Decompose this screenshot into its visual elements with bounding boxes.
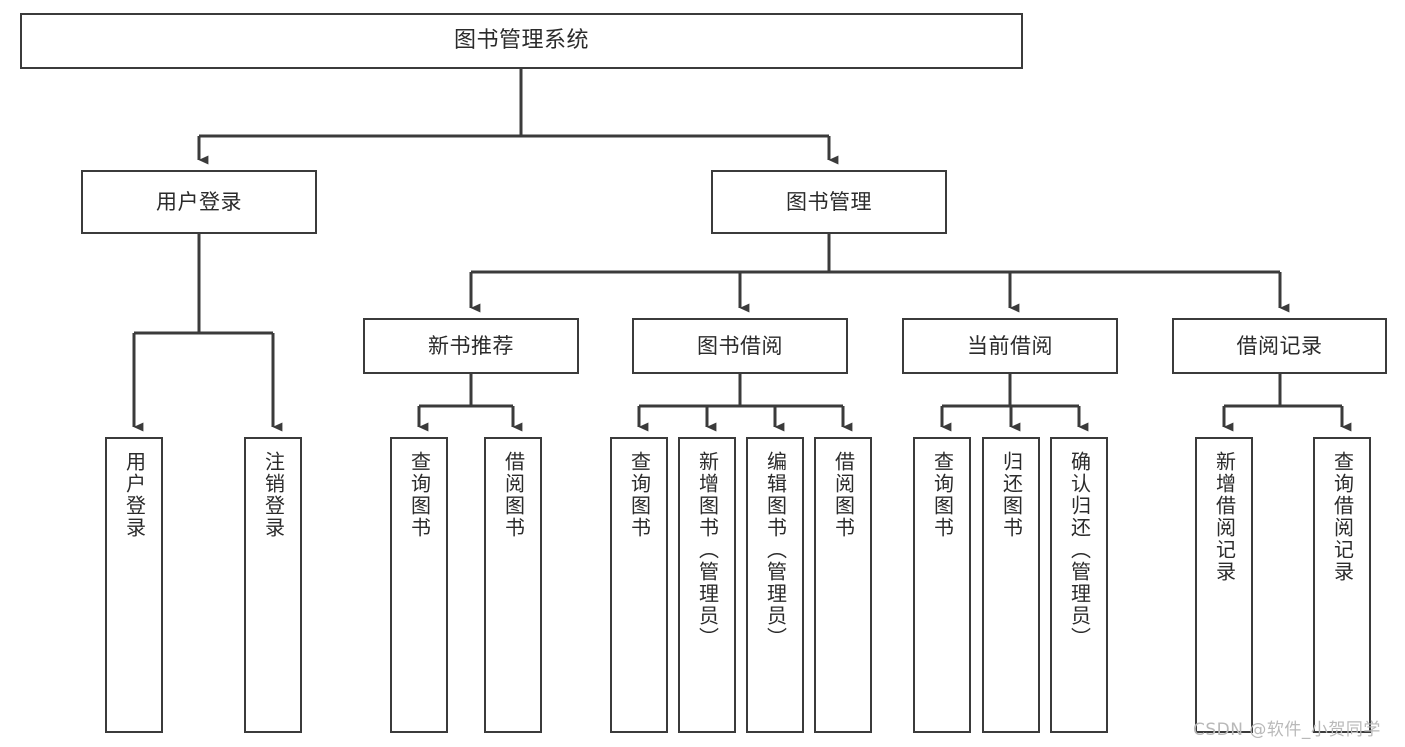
node-book-borrow[interactable]: 图书借阅 [632,318,848,374]
leaf-edit-book-admin-label: 编辑图书（管理员） [763,451,788,649]
leaf-newbook-query-book[interactable]: 查询图书 [390,437,448,733]
leaf-return-book[interactable]: 归还图书 [982,437,1040,733]
leaf-logout[interactable]: 注销登录 [244,437,302,733]
leaf-user-login-label: 用户登录 [122,451,147,539]
node-book-management[interactable]: 图书管理 [711,170,947,234]
node-borrow-record-label: 借阅记录 [1236,333,1323,358]
leaf-borrow-book-label: 借阅图书 [831,451,856,539]
leaf-logout-label: 注销登录 [261,451,286,539]
node-current-borrow[interactable]: 当前借阅 [902,318,1118,374]
leaf-borrow-query-book-label: 查询图书 [627,451,652,539]
leaf-edit-book-admin[interactable]: 编辑图书（管理员） [746,437,804,733]
leaf-borrow-book[interactable]: 借阅图书 [814,437,872,733]
leaf-borrow-query-book[interactable]: 查询图书 [610,437,668,733]
node-book-management-label: 图书管理 [786,189,872,214]
leaf-confirm-return-admin-label: 确认归还（管理员） [1067,451,1092,649]
leaf-query-borrow-record-label: 查询借阅记录 [1330,451,1355,583]
csdn-watermark: CSDN @软件_小贺同学 [1193,720,1381,740]
node-new-book-recommend[interactable]: 新书推荐 [363,318,579,374]
node-book-borrow-label: 图书借阅 [697,333,783,358]
leaf-add-borrow-record[interactable]: 新增借阅记录 [1195,437,1253,733]
leaf-confirm-return-admin[interactable]: 确认归还（管理员） [1050,437,1108,733]
node-borrow-record[interactable]: 借阅记录 [1172,318,1387,374]
leaf-add-book-admin[interactable]: 新增图书（管理员） [678,437,736,733]
node-user-login-label: 用户登录 [156,189,242,214]
leaf-add-book-admin-label: 新增图书（管理员） [695,451,720,649]
node-new-book-recommend-label: 新书推荐 [428,333,514,358]
leaf-user-login[interactable]: 用户登录 [105,437,163,733]
leaf-add-borrow-record-label: 新增借阅记录 [1212,451,1237,583]
leaf-current-query-book-label: 查询图书 [930,451,955,539]
node-root[interactable]: 图书管理系统 [20,13,1023,69]
leaf-newbook-query-book-label: 查询图书 [407,451,432,539]
node-user-login[interactable]: 用户登录 [81,170,317,234]
leaf-newbook-borrow-book-label: 借阅图书 [501,451,526,539]
leaf-current-query-book[interactable]: 查询图书 [913,437,971,733]
node-current-borrow-label: 当前借阅 [967,333,1053,358]
leaf-query-borrow-record[interactable]: 查询借阅记录 [1313,437,1371,733]
node-root-label: 图书管理系统 [453,28,589,54]
leaf-newbook-borrow-book[interactable]: 借阅图书 [484,437,542,733]
leaf-return-book-label: 归还图书 [999,451,1024,539]
